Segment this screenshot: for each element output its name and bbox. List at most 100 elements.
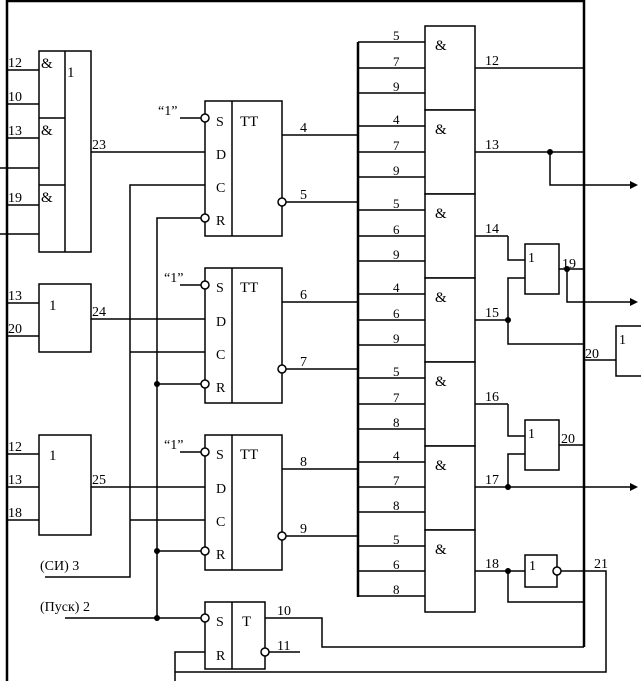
arrow-right-icon bbox=[630, 298, 638, 306]
output-label: 15 bbox=[485, 306, 499, 321]
arrow-right-icon bbox=[630, 483, 638, 491]
const-one-label: “1” bbox=[164, 438, 183, 453]
input-label: 6 bbox=[393, 222, 400, 237]
or-gate-24: 1 13 20 24 bbox=[7, 283, 205, 353]
or-symbol: 1 bbox=[619, 333, 626, 348]
arrow-right-icon bbox=[630, 181, 638, 189]
and-symbol: & bbox=[435, 206, 447, 222]
q-output-label: 4 bbox=[300, 121, 307, 136]
input-label: 13 bbox=[8, 473, 22, 488]
output-label: 12 bbox=[485, 54, 499, 69]
pin-d: D bbox=[216, 482, 226, 497]
output-label: 16 bbox=[485, 390, 499, 405]
pin-s: S bbox=[216, 448, 224, 463]
input-label: 9 bbox=[393, 247, 400, 262]
and-symbol: & bbox=[41, 190, 53, 206]
input-label: 5 bbox=[393, 532, 400, 547]
input-label: 13 bbox=[8, 289, 22, 304]
input-label: 7 bbox=[393, 390, 400, 405]
pin-c: C bbox=[216, 181, 225, 196]
and-symbol: & bbox=[435, 458, 447, 474]
pin-c: C bbox=[216, 515, 225, 530]
input-label: 20 bbox=[8, 322, 22, 337]
input-label: 8 bbox=[393, 415, 400, 430]
trigger-title: TT bbox=[240, 447, 258, 463]
pin-s: S bbox=[216, 615, 224, 630]
and-symbol: & bbox=[435, 542, 447, 558]
nq-output-label: 5 bbox=[300, 188, 307, 203]
output-label: 17 bbox=[485, 473, 499, 488]
or-symbol: 1 bbox=[528, 427, 535, 442]
const-one-label: “1” bbox=[158, 104, 177, 119]
q-output-label: 6 bbox=[300, 288, 307, 303]
input-label: 6 bbox=[393, 557, 400, 572]
or-symbol: 1 bbox=[528, 251, 535, 266]
q-output-label: 10 bbox=[277, 604, 291, 619]
and-symbol: & bbox=[435, 374, 447, 390]
output-label: 24 bbox=[92, 305, 106, 320]
and-gate: & 5 6 8 18 bbox=[358, 529, 508, 613]
pin-r: R bbox=[216, 214, 226, 229]
and-gate: & 5 6 9 14 bbox=[358, 193, 508, 279]
and-symbol: & bbox=[435, 290, 447, 306]
input-label: 4 bbox=[393, 112, 400, 127]
input-label: 9 bbox=[393, 331, 400, 346]
input-label: 19 bbox=[8, 191, 22, 206]
input-label: 18 bbox=[8, 506, 22, 521]
trigger-title: TT bbox=[240, 114, 258, 130]
nq-output-label: 11 bbox=[277, 639, 290, 654]
output-label: 20 bbox=[561, 432, 575, 447]
input-label: 5 bbox=[393, 364, 400, 379]
input-label: 8 bbox=[393, 498, 400, 513]
pin-r: R bbox=[216, 649, 226, 664]
trigger-title: TT bbox=[240, 280, 258, 296]
pin-r: R bbox=[216, 381, 226, 396]
nq-output-label: 7 bbox=[300, 355, 307, 370]
input-label: 9 bbox=[393, 79, 400, 94]
pin-d: D bbox=[216, 148, 226, 163]
input-label: 7 bbox=[393, 54, 400, 69]
pin-s: S bbox=[216, 281, 224, 296]
or-symbol: 1 bbox=[49, 298, 57, 314]
input-label: 12 bbox=[8, 440, 22, 455]
input-label: 4 bbox=[393, 280, 400, 295]
or-gate-25: 1 12 13 18 25 bbox=[7, 434, 205, 536]
and-gate: & 4 7 8 17 bbox=[358, 445, 508, 531]
output-section: 1 19 1 20 1 20 1 21 bbox=[175, 149, 641, 673]
output-label: 25 bbox=[92, 473, 106, 488]
output-label: 19 bbox=[562, 257, 576, 272]
or-symbol: 1 bbox=[49, 448, 57, 464]
si-signal-label: (СИ) 3 bbox=[40, 559, 79, 574]
input-label: 10 bbox=[8, 90, 22, 105]
tt-trigger-1: TT S D C R “1” 4 5 bbox=[158, 100, 358, 237]
input-label: 6 bbox=[393, 306, 400, 321]
input-label: 7 bbox=[393, 138, 400, 153]
pin-s: S bbox=[216, 115, 224, 130]
pin-d: D bbox=[216, 315, 226, 330]
input-label: 8 bbox=[393, 582, 400, 597]
tt-trigger-2: TT S D C R “1” 6 7 bbox=[164, 267, 358, 404]
input-label: 5 bbox=[393, 196, 400, 211]
trigger-title: T bbox=[242, 614, 251, 630]
pin-r: R bbox=[216, 548, 226, 563]
input-label: 9 bbox=[393, 163, 400, 178]
and-symbol: & bbox=[41, 56, 53, 72]
input-label: 13 bbox=[8, 124, 22, 139]
q-output-label: 8 bbox=[300, 455, 307, 470]
and-gate: & 4 6 9 15 bbox=[358, 277, 508, 363]
output-label: 14 bbox=[485, 222, 499, 237]
and-gate-array: & 5 7 9 12 & 4 7 9 13 & bbox=[358, 25, 584, 613]
tt-trigger-3: TT S D C R “1” 8 9 bbox=[164, 434, 358, 571]
input-label: 4 bbox=[393, 448, 400, 463]
and-gate: & 5 7 9 12 bbox=[358, 25, 584, 111]
t-trigger: T S R 10 11 bbox=[174, 601, 584, 681]
bus-lines bbox=[5, 0, 586, 681]
and-gate: & 5 7 8 16 bbox=[358, 361, 508, 447]
and-symbol: & bbox=[435, 38, 447, 54]
output-label: 13 bbox=[485, 138, 499, 153]
clock-reset-wiring: (СИ) 3 (Пуск) 2 bbox=[40, 184, 205, 621]
input-label: 7 bbox=[393, 473, 400, 488]
output-label: 21 bbox=[594, 557, 608, 572]
output-label: 23 bbox=[92, 138, 106, 153]
